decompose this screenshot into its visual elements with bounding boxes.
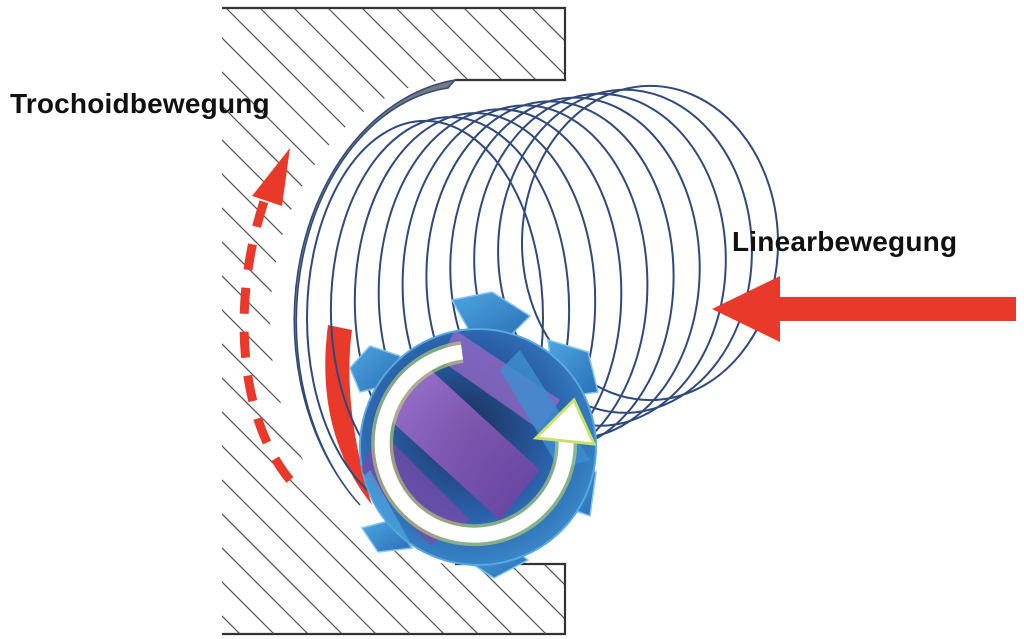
hatch-line	[222, 8, 349, 634]
end-mill-cutter-icon	[349, 291, 599, 579]
clockwise-rotation-arrow-icon	[371, 341, 597, 547]
hatch-line	[222, 8, 451, 634]
linear-arrow-icon	[712, 276, 1016, 342]
trochoid-dashed-arrow	[239, 188, 294, 483]
removed-material-sliver	[293, 78, 457, 506]
hatch-line	[251, 8, 565, 634]
trochoid-circle	[521, 84, 779, 402]
hatch-line	[0, 0, 8, 639]
trochoid-motion-label: Trochoidbewegung	[10, 88, 270, 119]
trochoid-arrowhead-icon	[252, 148, 290, 206]
hatch-line	[222, 8, 417, 634]
linear-motion-label: Linearbewegung	[732, 226, 958, 257]
hatch-line	[222, 8, 383, 634]
